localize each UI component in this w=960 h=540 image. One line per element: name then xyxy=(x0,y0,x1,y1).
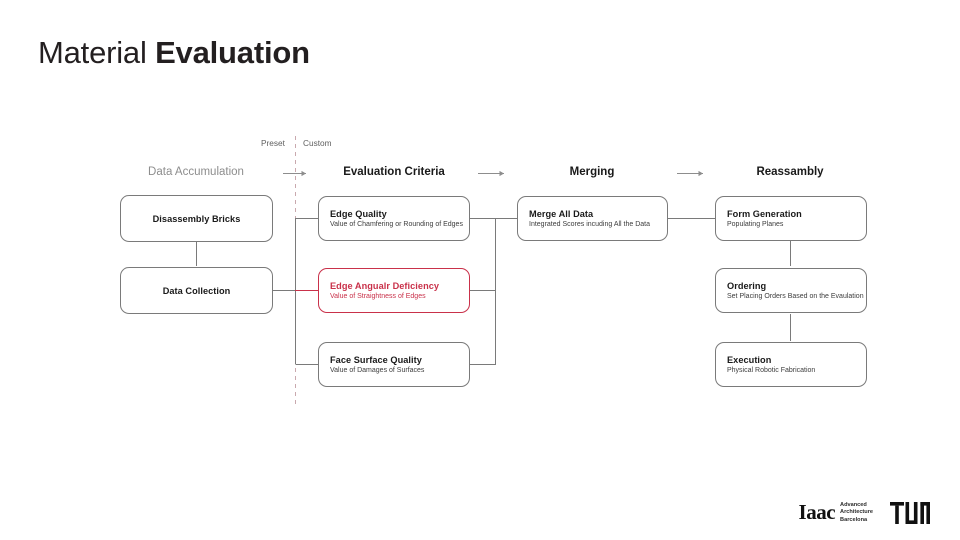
custom-label: Custom xyxy=(303,138,332,148)
node-subtitle: Value of Straightness of Edges xyxy=(330,293,426,301)
iaac-tagline-line-3: Barcelona xyxy=(840,516,868,523)
stage-header-merging: Merging xyxy=(569,166,615,178)
node-edge-angular-deficiency[interactable]: Edge Angualr Deficiency Value of Straigh… xyxy=(318,268,470,313)
node-ordering[interactable]: Ordering Set Placing Orders Based on the… xyxy=(715,268,867,313)
node-subtitle: Value of Chamfering or Rounding of Edges xyxy=(330,221,463,229)
page-title-light: Material xyxy=(38,35,147,70)
tum-logo xyxy=(890,501,934,524)
iaac-tagline-line-1: Advanced xyxy=(840,501,867,508)
iaac-logo: Iaac Advanced Architecture Barcelona xyxy=(799,502,873,524)
node-disassembly-bricks[interactable]: Disassembly Bricks xyxy=(120,195,273,242)
node-title: Form Generation xyxy=(727,208,802,219)
iaac-tagline-line-2: Architecture xyxy=(840,509,873,516)
node-title: Disassembly Bricks xyxy=(152,213,241,224)
node-form-generation[interactable]: Form Generation Populating Planes xyxy=(715,196,867,241)
iaac-mark-text: Iaac xyxy=(798,500,836,525)
node-subtitle: Populating Planes xyxy=(727,221,784,229)
node-data-collection[interactable]: Data Collection xyxy=(120,267,273,314)
page-title-bold: Evaluation xyxy=(155,35,310,70)
stage-arrow-1 xyxy=(283,170,306,177)
page-title: Material Evaluation xyxy=(38,33,310,73)
iaac-wordmark: Iaac xyxy=(799,502,836,523)
stage-arrow-2 xyxy=(478,170,504,177)
node-subtitle: Integrated Scores incuding All the Data xyxy=(529,221,651,229)
stage-header-data-accumulation: Data Accumulation xyxy=(148,166,244,178)
stage-header-evaluation-criteria: Evaluation Criteria xyxy=(343,166,445,178)
node-merge-all-data[interactable]: Merge All Data Integrated Scores incudin… xyxy=(517,196,668,241)
stage-arrow-3 xyxy=(677,170,703,177)
node-title: Merge All Data xyxy=(529,208,594,219)
footer-logos: Iaac Advanced Architecture Barcelona xyxy=(799,502,934,524)
node-title: Data Collection xyxy=(162,285,231,296)
node-edge-quality[interactable]: Edge Quality Value of Chamfering or Roun… xyxy=(318,196,470,241)
node-subtitle: Value of Damages of Surfaces xyxy=(330,367,425,375)
node-execution[interactable]: Execution Physical Robotic Fabrication xyxy=(715,342,867,387)
iaac-tagline: Advanced Architecture Barcelona xyxy=(840,502,873,524)
node-subtitle: Set Placing Orders Based on the Evaulati… xyxy=(727,293,864,301)
node-title: Face Surface Quality xyxy=(330,354,422,365)
node-title: Edge Quality xyxy=(330,208,387,219)
node-title: Edge Angualr Deficiency xyxy=(330,280,440,291)
stage-header-reassambly: Reassambly xyxy=(756,166,824,178)
preset-label: Preset xyxy=(261,138,285,148)
node-subtitle: Physical Robotic Fabrication xyxy=(727,367,816,375)
node-title: Execution xyxy=(727,354,772,365)
node-title: Ordering xyxy=(727,280,767,291)
node-face-surface-quality[interactable]: Face Surface Quality Value of Damages of… xyxy=(318,342,470,387)
